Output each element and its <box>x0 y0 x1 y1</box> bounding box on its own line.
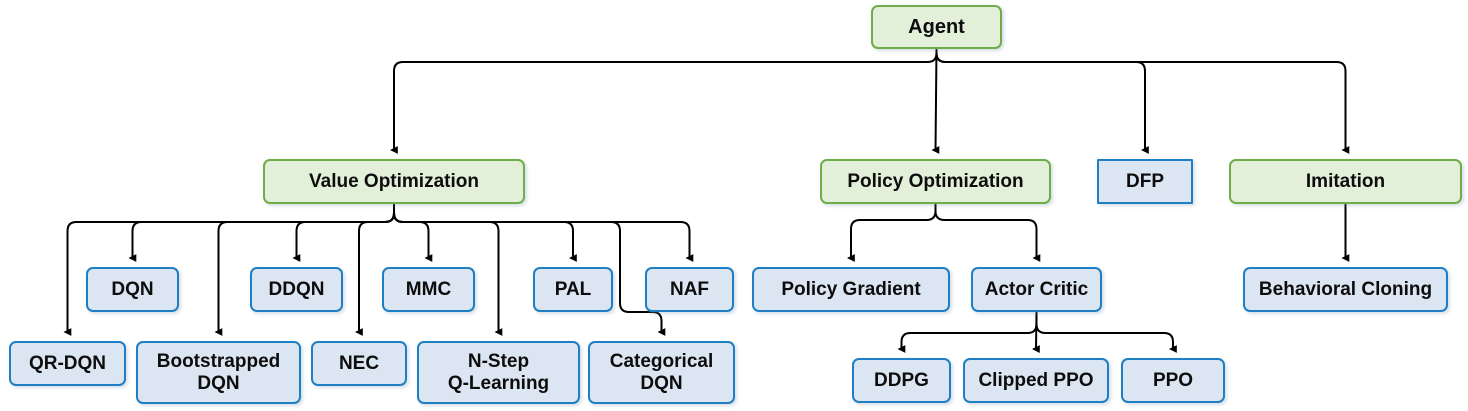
node-bootstrapped-dqn[interactable]: Bootstrapped DQN <box>136 341 301 404</box>
node-label-nec: NEC <box>338 352 380 374</box>
node-categorical-dqn[interactable]: Categorical DQN <box>588 341 735 404</box>
node-label-policy-optimization: Policy Optimization <box>847 170 1024 192</box>
edge-agent-to-imitation <box>935 49 1350 154</box>
node-ddqn[interactable]: DDQN <box>250 267 343 312</box>
node-nec[interactable]: NEC <box>311 341 407 386</box>
node-label-ddpg: DDPG <box>874 369 929 391</box>
node-n-step-q-learning[interactable]: N-Step Q-Learning <box>417 341 580 404</box>
node-naf[interactable]: NAF <box>645 267 734 312</box>
node-label-naf: NAF <box>669 278 710 300</box>
node-label-ddqn: DDQN <box>268 278 325 300</box>
node-ppo[interactable]: PPO <box>1121 358 1225 403</box>
node-label-value-optimization: Value Optimization <box>309 170 479 192</box>
node-agent[interactable]: Agent <box>871 5 1002 49</box>
edge-value-optimization-to-mmc <box>393 204 433 262</box>
node-label-behavioral-cloning: Behavioral Cloning <box>1258 278 1433 300</box>
node-label-actor-critic: Actor Critic <box>984 278 1089 300</box>
node-label-qr-dqn: QR-DQN <box>28 352 107 374</box>
edge-value-optimization-to-naf <box>393 204 694 262</box>
node-label-imitation: Imitation <box>1305 170 1386 192</box>
edge-agent-to-dfp <box>935 49 1149 154</box>
node-dqn[interactable]: DQN <box>86 267 179 312</box>
node-dfp[interactable]: DFP <box>1097 159 1193 204</box>
node-imitation[interactable]: Imitation <box>1229 159 1462 204</box>
node-label-mmc: MMC <box>405 278 452 300</box>
edge-actor-critic-to-ppo <box>1035 312 1177 353</box>
node-policy-gradient[interactable]: Policy Gradient <box>752 267 950 312</box>
node-pal[interactable]: PAL <box>533 267 613 312</box>
node-label-categorical-dqn: Categorical DQN <box>609 351 714 394</box>
edge-policy-optimization-to-policy-gradient <box>847 204 937 262</box>
node-label-n-step-q-learning: N-Step Q-Learning <box>447 351 550 394</box>
node-label-policy-gradient: Policy Gradient <box>781 278 921 300</box>
node-mmc[interactable]: MMC <box>382 267 475 312</box>
node-value-optimization[interactable]: Value Optimization <box>263 159 525 204</box>
edge-value-optimization-to-pal <box>393 204 577 262</box>
node-label-bootstrapped-dqn: Bootstrapped DQN <box>156 351 281 394</box>
edge-value-optimization-to-ddqn <box>292 204 395 262</box>
node-behavioral-cloning[interactable]: Behavioral Cloning <box>1243 267 1448 312</box>
node-label-agent: Agent <box>908 15 965 38</box>
node-policy-optimization[interactable]: Policy Optimization <box>820 159 1051 204</box>
node-label-pal: PAL <box>554 278 592 300</box>
edge-actor-critic-to-clipped-ppo <box>1032 311 1040 353</box>
edge-actor-critic-to-ddpg <box>897 312 1038 353</box>
node-label-dfp: DFP <box>1126 170 1164 192</box>
edge-agent-to-policy-optimization <box>931 48 940 154</box>
node-label-dqn: DQN <box>111 278 154 300</box>
node-actor-critic[interactable]: Actor Critic <box>971 267 1102 312</box>
node-qr-dqn[interactable]: QR-DQN <box>9 341 126 386</box>
node-label-clipped-ppo: Clipped PPO <box>978 369 1094 391</box>
edge-agent-to-value-optimization <box>390 49 938 154</box>
node-ddpg[interactable]: DDPG <box>852 358 951 403</box>
edge-policy-optimization-to-actor-critic <box>934 204 1041 262</box>
edge-value-optimization-to-dqn <box>128 204 395 262</box>
node-label-ppo: PPO <box>1152 369 1194 391</box>
node-clipped-ppo[interactable]: Clipped PPO <box>963 358 1109 403</box>
